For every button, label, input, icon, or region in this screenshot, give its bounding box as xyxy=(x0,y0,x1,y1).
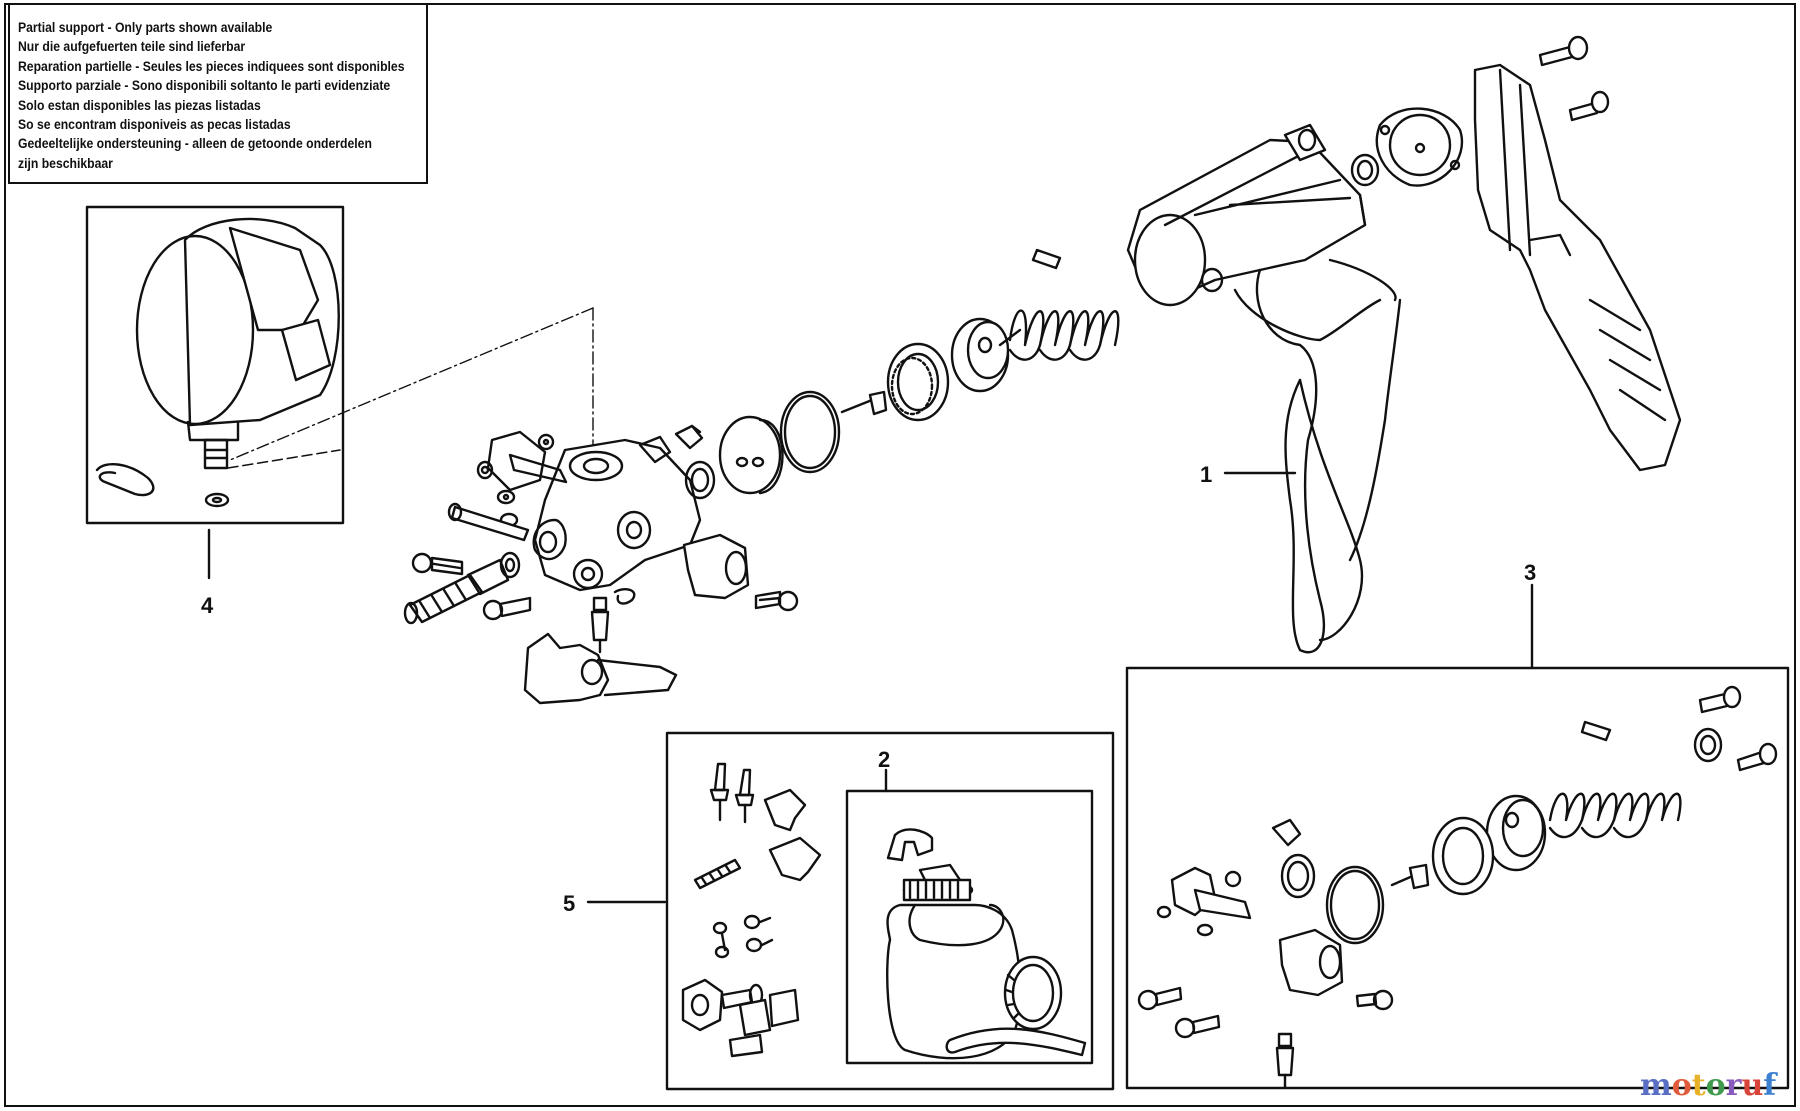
kit-3-spring xyxy=(1548,792,1682,839)
kit-3-handle xyxy=(1156,866,1252,937)
kit-3-o-ring xyxy=(1325,865,1385,945)
fluid-cup xyxy=(886,828,1022,1060)
small-dowel-pin xyxy=(1031,248,1062,270)
notice-line: Gedeeltelijke ondersteuning - alleen de … xyxy=(18,136,372,153)
callout-1-label: 1 xyxy=(1200,462,1212,487)
gun-end-cap xyxy=(1375,107,1463,187)
callout-3-label: 3 xyxy=(1524,560,1536,585)
kit-3-piston xyxy=(1485,794,1547,872)
partial-support-notice: Partial support - Only parts shown avail… xyxy=(8,3,428,184)
gauge-clip xyxy=(95,462,155,497)
notice-line: Partial support - Only parts shown avail… xyxy=(18,20,273,36)
valve-clip xyxy=(613,588,636,605)
kit-5-box xyxy=(665,731,1115,1091)
kit-3-spark-plug xyxy=(1275,1032,1295,1089)
gun-trigger xyxy=(1473,63,1682,472)
valve-cap-nut xyxy=(682,533,750,600)
gauge-dash-line xyxy=(227,449,341,469)
notice-line: Reparation partielle - Seules les pieces… xyxy=(18,58,405,75)
kit-5-nut xyxy=(681,978,764,1032)
diagram-frame xyxy=(4,3,1796,1107)
kit-3-threaded-ring xyxy=(1431,816,1495,896)
piston-head xyxy=(950,317,1010,393)
kit-4-box xyxy=(85,205,345,525)
valve-screw xyxy=(411,552,464,576)
notice-line: So se encontram disponiveis as pecas lis… xyxy=(18,117,291,134)
gun-shaft-pin xyxy=(1358,193,1367,227)
kit-3-dowel xyxy=(1580,720,1612,742)
watermark-letter: u xyxy=(1741,1068,1764,1103)
kit-5-elbows xyxy=(763,788,822,882)
kit-3-washer xyxy=(1280,853,1316,899)
kit-5-pins xyxy=(709,762,755,824)
kit-5-spring-rod xyxy=(693,858,742,890)
trigger-bolt-lower xyxy=(1568,90,1610,122)
watermark-letter: m xyxy=(1640,1068,1672,1103)
assembly-guide-lines xyxy=(229,307,594,461)
main-spring xyxy=(998,309,1120,361)
callout-5-label: 5 xyxy=(563,891,575,916)
valve-grommet xyxy=(674,424,704,450)
kit-2-box xyxy=(845,789,1094,1065)
kit-5-nipples xyxy=(712,914,774,959)
valve-washer xyxy=(684,460,716,500)
callout-2-label: 2 xyxy=(878,747,890,772)
valve-nozzle xyxy=(403,558,510,625)
gun-body xyxy=(1126,123,1402,654)
cup-lid-ring xyxy=(1003,955,1063,1031)
kit-3-seal xyxy=(1693,727,1723,763)
kit-5-clips xyxy=(728,988,800,1058)
callout-5: 5 xyxy=(563,891,667,916)
watermark-logo: motoruf xyxy=(1640,1068,1776,1103)
kit-3-grommet xyxy=(1271,818,1302,847)
threaded-ring xyxy=(886,342,950,422)
pressure-gauge xyxy=(135,217,340,470)
kit-3-upper-bolts xyxy=(1698,685,1778,772)
notice-line: Solo estan disponibles las piezas listad… xyxy=(18,97,261,114)
callout-4-label: 4 xyxy=(201,593,214,618)
valve-o-ring-small xyxy=(499,551,521,579)
watermark-letter: r xyxy=(1725,1068,1742,1103)
watermark-letter: o xyxy=(1671,1068,1692,1103)
watermark-letter: o xyxy=(1705,1068,1726,1103)
watermark-letter: f xyxy=(1763,1068,1777,1103)
notice-line: Nur die aufgefuerten teile sind lieferba… xyxy=(18,39,246,56)
notice-line: Supporto parziale - Sono disponibili sol… xyxy=(18,78,391,95)
watermark-text: motoruf xyxy=(1640,1068,1776,1103)
kit-3-box xyxy=(1125,666,1790,1090)
trigger-bolt-top xyxy=(1538,35,1589,67)
gun-o-ring xyxy=(1350,153,1380,187)
valve-body xyxy=(532,435,702,592)
callout-3: 3 xyxy=(1524,560,1536,670)
callout-1: 1 xyxy=(1200,462,1297,487)
valve-small-parts xyxy=(476,433,555,528)
gauge-washer xyxy=(204,492,230,508)
needle-pin xyxy=(840,390,888,416)
kit-3-needle xyxy=(1390,863,1430,890)
valve-long-pin xyxy=(447,502,530,542)
large-o-ring xyxy=(779,390,841,474)
kit-3-cap-nut xyxy=(1278,928,1344,997)
cup-tube xyxy=(945,1027,1087,1057)
valve-spark-plug xyxy=(590,596,610,654)
valve-cap-bolt xyxy=(754,590,799,612)
notice-line: zijn beschikbaar xyxy=(18,155,113,172)
callout-2: 2 xyxy=(878,747,890,793)
kit-3-bolts xyxy=(1137,986,1394,1039)
valve-diaphragm xyxy=(718,415,784,495)
valve-bracket xyxy=(523,632,678,705)
watermark-letter: t xyxy=(1691,1068,1706,1103)
valve-bolt-lower xyxy=(482,596,532,621)
callout-4: 4 xyxy=(201,528,214,618)
